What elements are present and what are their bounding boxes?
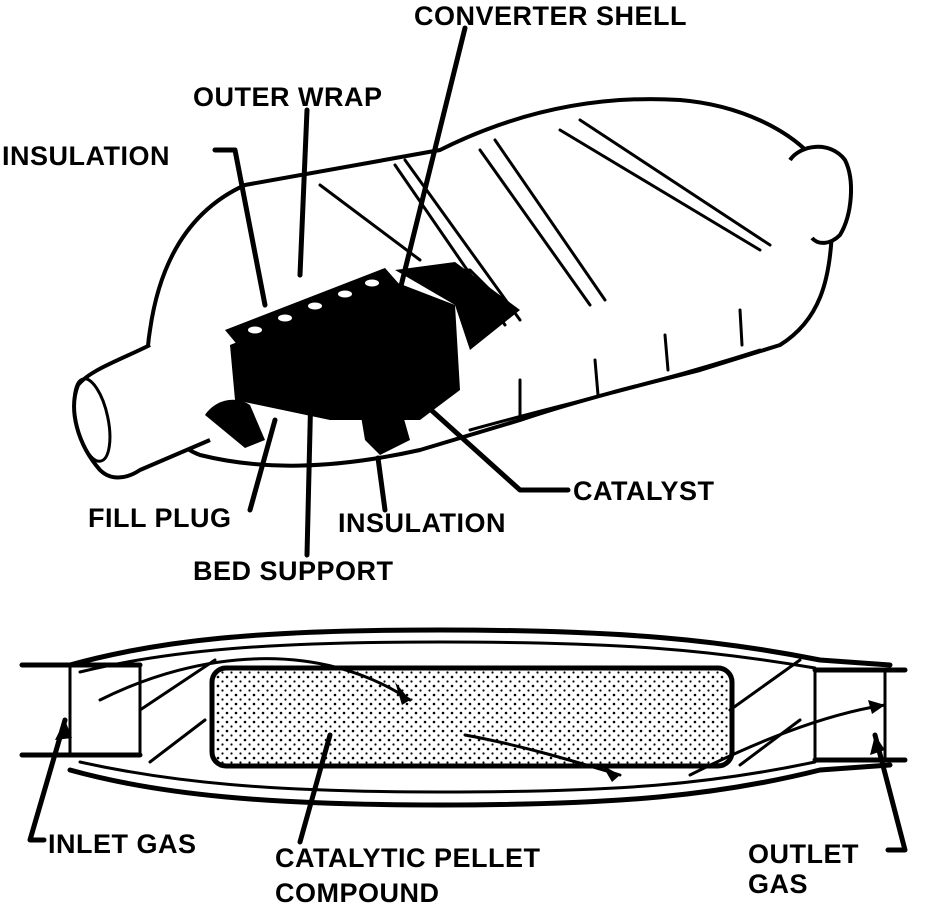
label-catalyst: CATALYST [573, 476, 715, 506]
label-bed-support: BED SUPPORT [193, 556, 394, 586]
leader-bed-support [304, 342, 315, 558]
label-fill-plug: FILL PLUG [88, 503, 232, 533]
leader-outer-wrap [297, 107, 310, 278]
leader-outlet-gas [872, 732, 908, 853]
label-inlet-gas: INLET GAS [48, 829, 197, 859]
label-outlet-line1: OUTLET [748, 839, 859, 869]
section-view [19, 627, 908, 808]
leader-converter-shell [397, 25, 468, 293]
leader-fill-plug [247, 417, 278, 513]
label-catalytic-line1: CATALYTIC PELLET [275, 843, 541, 873]
top-leader-lines [212, 25, 571, 558]
bottom-leader-lines [27, 717, 908, 853]
label-insulation-bottom: INSULATION [338, 508, 506, 538]
label-outer-wrap: OUTER WRAP [193, 82, 383, 112]
leader-insulation-bottom [375, 455, 388, 513]
label-converter-shell: CONVERTER SHELL [414, 1, 687, 31]
label-outlet-line2: GAS [748, 869, 808, 899]
leader-catalytic-pellet [297, 732, 333, 845]
leader-inlet-gas [27, 717, 68, 843]
leader-catalyst [367, 352, 571, 493]
label-insulation-top: INSULATION [2, 141, 170, 171]
leader-insulation-top [212, 147, 268, 308]
label-catalytic-line2: COMPOUND [275, 878, 440, 906]
